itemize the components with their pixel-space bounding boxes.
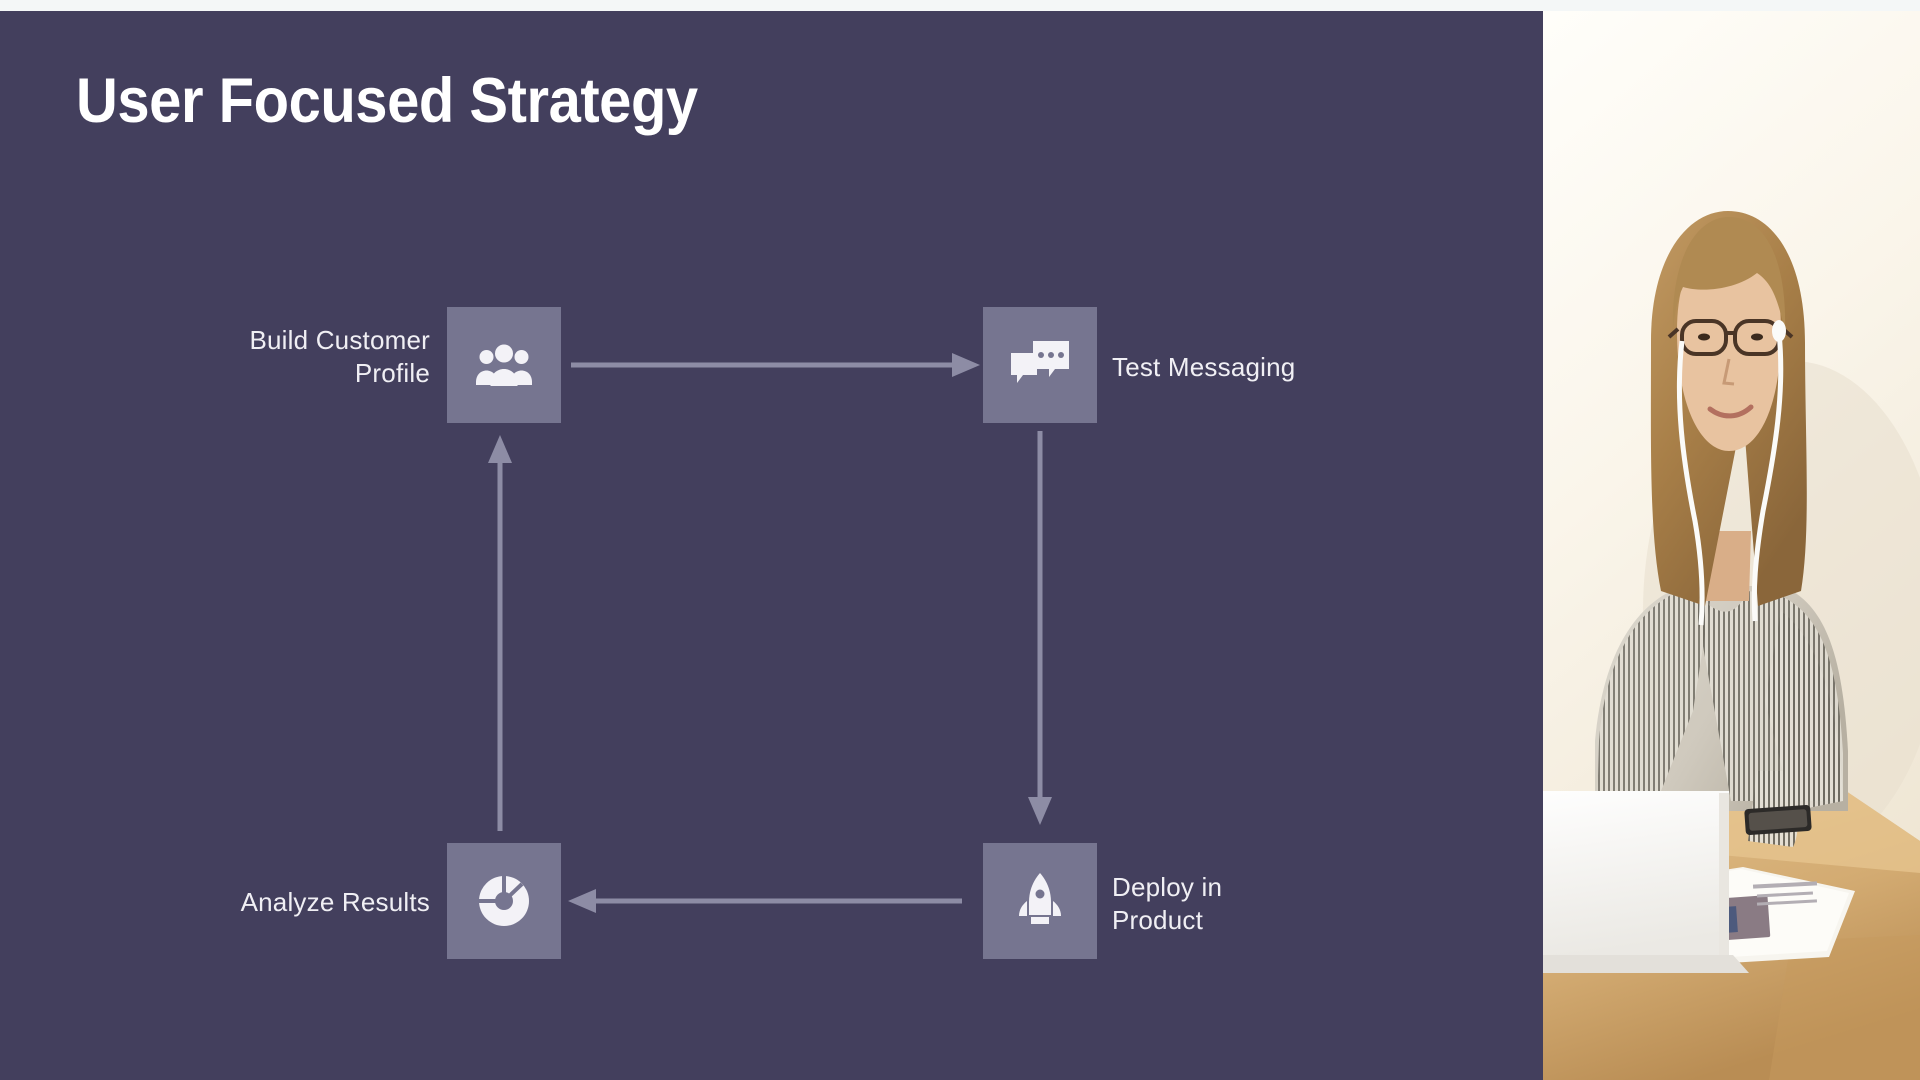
chat-bubbles-icon [1011,341,1069,389]
page-title: User Focused Strategy [76,66,698,136]
arrow-build-to-test [571,353,980,377]
arrow-deploy-to-analyze [568,889,962,913]
node-deploy-in-product[interactable] [983,843,1097,959]
node-analyze-results[interactable] [447,843,561,959]
arrow-analyze-to-build [488,435,512,831]
node-label-build-customer-profile: Build Customer Profile [249,325,430,389]
arrow-test-to-deploy [1028,431,1052,825]
top-strip [0,0,1920,11]
node-test-messaging[interactable] [983,307,1097,423]
node-build-customer-profile[interactable] [447,307,561,423]
rocket-icon [1015,873,1065,929]
node-label-deploy-in-product: Deploy in Product [1112,872,1223,936]
stock-photo-woman-with-laptop [1543,11,1920,1080]
slide-panel: User Focused Strategy [0,11,1543,1080]
node-label-analyze-results: Analyze Results [240,887,430,917]
node-label-test-messaging: Test Messaging [1112,352,1296,382]
people-icon [476,344,532,386]
cycle-diagram: Build Customer Profile Test Messaging De… [0,11,1543,1080]
donut-chart-icon [478,875,530,927]
